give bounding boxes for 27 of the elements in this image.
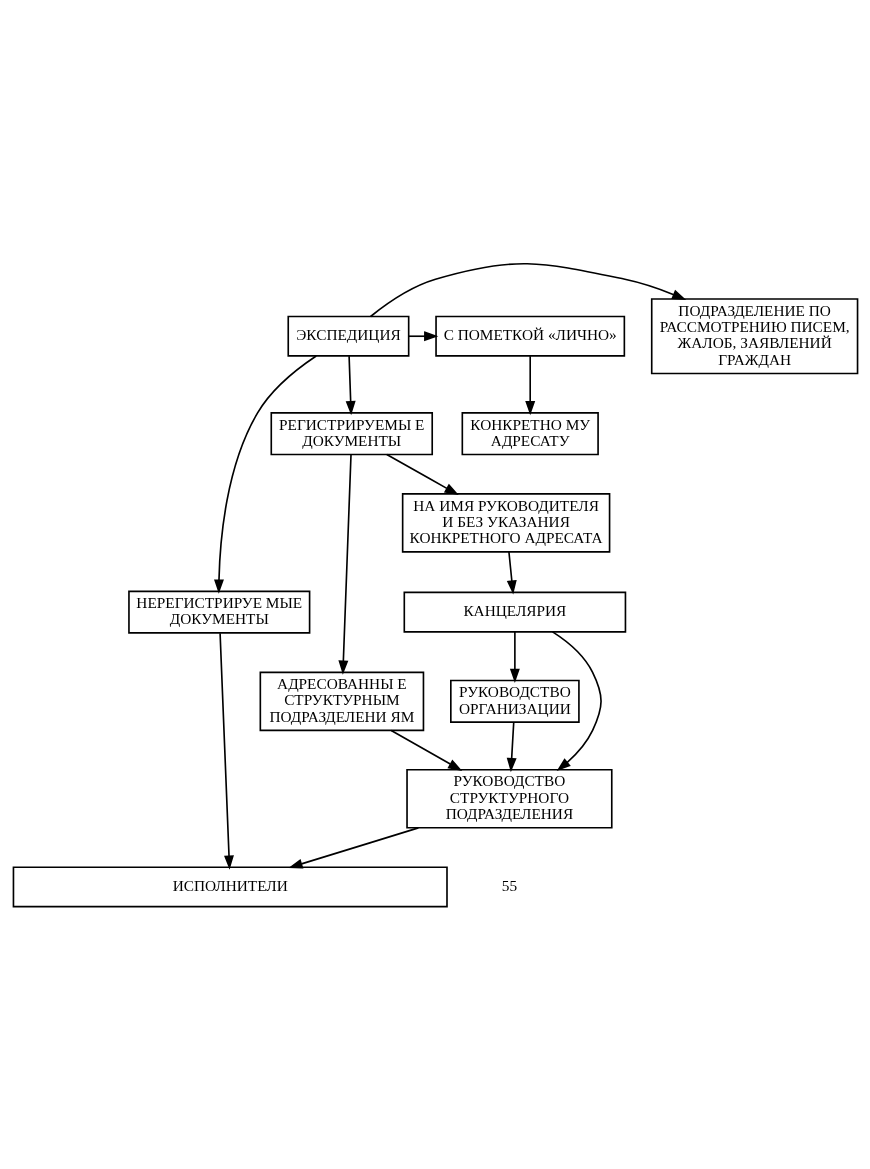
arrow xyxy=(213,354,317,594)
node-box: РУКОВОДСТВО ОРГАНИЗАЦИИ xyxy=(449,679,580,723)
node-box: ПОДРАЗДЕЛЕНИЕ ПО РАССМОТРЕНИЮ ПИСЕМ, ЖАЛОБ, ЗАЯВЛЕНИЙ ГРАЖДАН xyxy=(650,297,858,374)
arrow xyxy=(506,550,517,595)
node-box: РУКОВОДСТВО СТРУКТУРНОГО ПОДРАЗДЕЛЕНИЯ xyxy=(405,768,613,829)
node-box: ЭКСПЕДИЦИЯ xyxy=(286,315,409,357)
arrow xyxy=(385,453,459,495)
arrow xyxy=(509,630,520,683)
node-box: ИСПОЛНИТЕЛИ xyxy=(12,865,448,907)
arrow xyxy=(389,729,462,771)
arrow xyxy=(369,262,686,317)
arrow xyxy=(551,630,602,771)
arrow xyxy=(524,354,535,415)
node-box: АДРЕСОВАННЫ Е СТРУКТУРНЫМ ПОДРАЗДЕЛЕНИ ЯМ xyxy=(259,671,424,731)
node-box: КОНКРЕТНО МУ АДРЕСАТУ xyxy=(461,411,599,455)
node-box: НА ИМЯ РУКОВОДИТЕЛЯ И БЕЗ УКАЗАНИЯ КОНКРЕТНОГО АДРЕСАТА xyxy=(401,492,610,553)
arrow xyxy=(506,720,517,772)
arrow xyxy=(345,354,356,415)
node-box: С ПОМЕТКОЙ «ЛИЧНО» xyxy=(434,315,625,357)
arrow xyxy=(218,631,234,870)
node-box: НЕРЕГИСТРИРУЕ МЫЕ ДОКУМЕНТЫ xyxy=(127,590,310,634)
arrow xyxy=(337,453,352,675)
label: 55 xyxy=(501,876,517,894)
arrow xyxy=(407,330,438,341)
arrow xyxy=(287,826,419,868)
node-box: РЕГИСТРИРУЕМЫ Е ДОКУМЕНТЫ xyxy=(269,411,433,455)
node-box: КАНЦЕЛЯРИЯ xyxy=(403,591,626,633)
